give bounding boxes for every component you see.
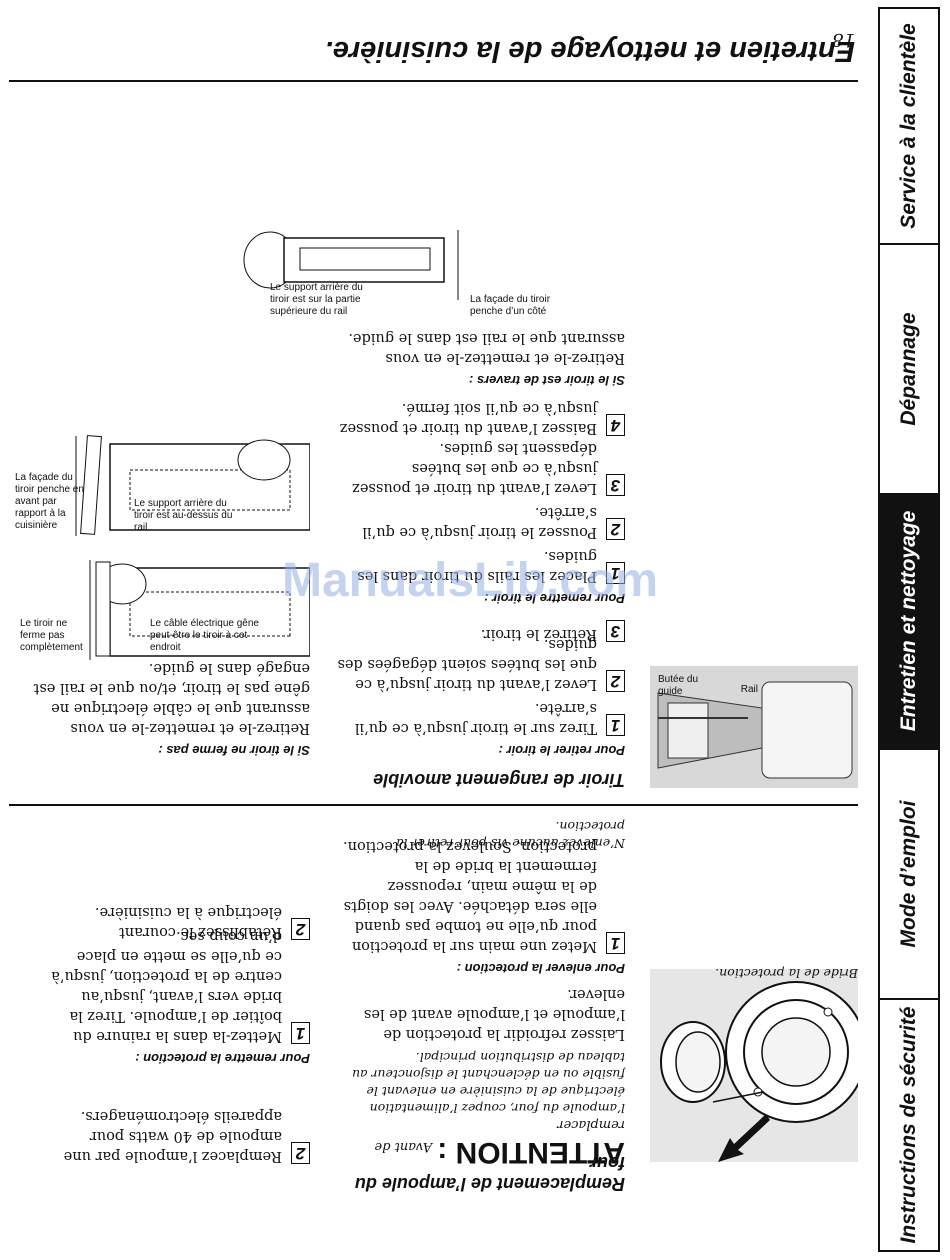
drawer-not-close-text: Retirez-le et remettez-le en vous assura… [33,660,310,736]
section-tabs: Instructions de sécurité Mode d’emploi E… [878,7,940,1252]
step-number-1: 1 [606,932,625,954]
tab-mode-emploi[interactable]: Mode d’emploi [880,750,938,1000]
remove-cover-note: N’enlevez aucune vis pour retirer la pro… [396,819,625,851]
step-text: Tirez sur le tiroir jusqu’à ce qu’il s’a… [354,700,597,736]
step-number-2: 2 [606,670,625,692]
bulb-cover-illustration [660,981,867,1162]
crooked-drawer-text: Retirez-le et remettez-le en vous assura… [348,330,625,366]
diagram-drawer-not-closing: Le tiroir ne ferme pas complètement Le c… [20,552,311,664]
remove-cover-title: Pour enlever la protection : [456,961,625,976]
attention-box: ATTENTION : Avant de remplacer l’ampoule… [335,1049,625,1169]
bulb-cover-figure [650,969,867,1162]
tab-label: Service à la clientèle [897,23,920,229]
step-text: Mettez-la dans la rainure du boîtier de … [51,928,282,1044]
step-text: Baissez l’avant du tiroir et poussez jus… [339,400,597,436]
remove-drawer-title: Pour retirer le tiroir : [498,743,625,758]
tab-label: Instructions de sécurité [897,1006,920,1244]
tab-service-clientele[interactable]: Service à la clientèle [880,9,938,245]
bulb-figure-caption: Bride de la protection. [715,966,858,981]
drawer-photo: Rail Butée du guide [650,666,858,788]
diagram3-label-left: La façade du tiroir penche d’un côté [470,294,551,317]
tab-label: Entretien et nettoyage [897,511,920,732]
tab-instructions-securite[interactable]: Instructions de sécurité [880,1000,938,1250]
step-text: Poussez le tiroir jusqu’à ce qu’il s’arr… [362,504,597,540]
diagram-illustration [89,560,311,660]
page-title: Entretien et nettoyage de la cuisinière. [324,35,855,67]
diagram-drawer-front-tilted: La façade du tiroir penche en avant par … [15,428,311,540]
diagram2-label-left: La façade du tiroir penche en avant par … [15,472,84,531]
step-text: Metez une main sur la protection pour qu… [343,838,597,954]
photo-label-rail: Rail [740,684,758,695]
photo-label-stop: Butée du guide [658,674,699,697]
step-number-3: 3 [606,474,625,496]
diagram1-label-right: Le câble électrique gêne peut-être le ti… [150,618,259,653]
crooked-drawer-title: Si le tiroir est de travers : [468,373,625,388]
tab-label: Dépannage [897,312,920,426]
diagram1-label-left: Le tiroir ne ferme pas complètement [20,618,83,653]
diagram2-label-right: Le support arrière du tiroir est au-dess… [134,498,233,533]
step-text: Levez l’avant du tiroir et poussez jusqu… [352,440,597,496]
diagram3-label-right: Le support arrière du tiroir est sur la … [270,282,363,317]
step-number-2: 2 [606,518,625,540]
diagram-illustration [75,435,311,536]
step-number-1: 1 [606,714,625,736]
drawer-photo-illustration [650,666,858,788]
diagram-drawer-crooked: La façade du tiroir penche d’un côté Le … [240,224,570,330]
attention-text: l’ampoule du four, coupez l’alimentation… [352,1050,625,1116]
diagram-illustration [243,230,459,300]
tab-label: Mode d’emploi [897,800,920,948]
attention-word: ATTENTION : [437,1136,625,1169]
drawer-not-close-title: Si le tiroir ne ferme pas : [158,743,310,758]
step-text: Retirez le tiroir. [480,626,597,642]
step-number-4: 4 [606,414,625,436]
step-text: Rétablissez le courant électrique à la c… [94,904,282,940]
tab-depannage[interactable]: Dépannage [880,245,938,495]
step-number-3: 3 [606,620,625,642]
step-number-2: 2 [291,918,310,940]
step-number-1: 1 [291,1022,310,1044]
section-rule [9,804,858,806]
reinstall-cover-title: Pour remettre la protection : [135,1051,310,1066]
drawer-section-title: Tiroir de rangement amovible [373,770,625,790]
attention-heading: ATTENTION : Avant de remplacer [335,1117,625,1169]
step-text: Remplacez l’ampoule par une ampoule de 4… [63,1108,282,1164]
watermark: ManualsLib.com [281,554,659,607]
title-rule [9,80,858,82]
step-number-2: 2 [291,1142,310,1164]
cool-instructions: Laissez refroidir la protection de l’amp… [363,986,625,1042]
tab-entretien-nettoyage[interactable]: Entretien et nettoyage [880,495,938,750]
